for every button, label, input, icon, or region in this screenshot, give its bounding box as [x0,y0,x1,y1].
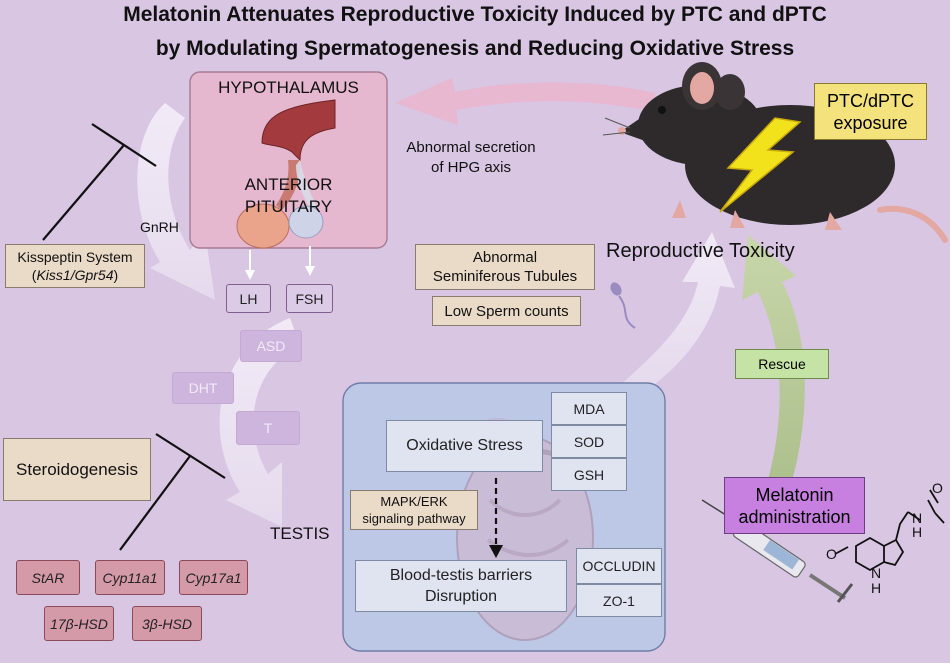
marker-gsh: GSH [551,458,627,491]
molecule-atom-h1: H [871,580,882,596]
gene-3b-hsd: 3β-HSD [132,606,202,641]
molecule-atom-o1: O [826,546,837,562]
molecule-atom-o2: O [932,480,943,496]
kisspeptin-line-1: Kisspeptin System [17,249,133,265]
melatonin-line-1: Melatonin [755,484,834,505]
oxidative-stress-box: Oxidative Stress [386,420,543,472]
hpg-axis-label: Abnormal secretion of HPG axis [386,138,556,178]
anterior-pituitary-label: ANTERIOR PITUITARY [190,174,387,218]
dht-box: DHT [172,372,234,404]
kisspeptin-genes: Kiss1/Gpr54 [36,267,114,283]
pituitary-label-line-2: PITUITARY [244,197,333,216]
melatonin-molecule-icon [834,489,945,572]
fsh-box: FSH [286,284,333,313]
hypothalamus-label: HYPOTHALAMUS [218,78,359,97]
gene-cyp17a1: Cyp17a1 [179,560,248,595]
steroidogenesis-box: Steroidogenesis [3,438,151,501]
gene-cyp11a1: Cyp11a1 [95,560,165,595]
molecule-atom-h2: H [912,524,923,540]
exposure-box: PTC/dPTC exposure [814,83,927,140]
mapk-line-2: signaling pathway [362,511,466,526]
kisspeptin-line-2: (Kiss1/Gpr54) [32,266,118,284]
hpg-feedback-arrow [395,78,655,125]
reproductive-toxicity-label: Reproductive Toxicity [606,240,795,262]
tubules-line-1: Abnormal [472,249,538,266]
pituitary-label-line-1: ANTERIOR [244,175,333,194]
gene-star: StAR [16,560,80,595]
sperm-count-box: Low Sperm counts [432,296,581,326]
hpg-axis-line-1: Abnormal secretion [406,139,536,156]
kisspeptin-inhibition-symbol [42,123,157,241]
molecule-atom-n1: N [871,565,882,581]
marker-mda: MDA [551,392,627,425]
steroid-curve-arrow [219,318,300,527]
brain-icon [261,99,336,162]
title-line-2: by Modulating Spermatogenesis and Reduci… [155,37,795,60]
t-box: T [236,411,300,445]
steroidogenesis-inhibition-symbol [119,433,226,551]
hpg-axis-line-2: of HPG axis [430,159,512,176]
btb-disruption-box: Blood-testis barriers Disruption [355,560,567,612]
tubules-box: Abnormal Seminiferous Tubules [415,244,595,290]
lh-box: LH [226,284,271,313]
junction-zo1: ZO-1 [576,584,662,617]
junction-occludin: OCCLUDIN [576,548,662,584]
mapk-erk-box: MAPK/ERK signaling pathway [350,490,478,530]
gnrh-curve-arrow [137,103,215,300]
tubules-line-2: Seminiferous Tubules [432,268,578,285]
kisspeptin-paren-close: ) [113,267,119,283]
marker-sod: SOD [551,425,627,458]
exposure-line-2: exposure [833,112,908,133]
melatonin-line-2: administration [738,506,851,527]
gnrh-label: GnRH [140,219,179,235]
testis-label: TESTIS [270,524,330,543]
mapk-line-1: MAPK/ERK [380,494,448,509]
btb-line-1: Blood-testis barriers [389,567,533,584]
toxicity-up-arrow [620,232,735,395]
sperm-icon [610,282,636,329]
exposure-line-1: PTC/dPTC [826,90,914,111]
rescue-arrow [742,235,805,488]
asd-box: ASD [240,330,302,362]
gene-17b-hsd: 17β-HSD [44,606,114,641]
kisspeptin-box: Kisspeptin System (Kiss1/Gpr54) [5,244,145,288]
btb-line-2: Disruption [424,588,498,605]
molecule-atom-n2: N [912,510,923,526]
title-line-1: Melatonin Attenuates Reproductive Toxici… [123,3,827,26]
lightning-bolt-icon [719,117,802,213]
melatonin-box: Melatonin administration [724,477,865,534]
kisspeptin-paren-open: ( [31,267,37,283]
rescue-box: Rescue [735,349,829,379]
